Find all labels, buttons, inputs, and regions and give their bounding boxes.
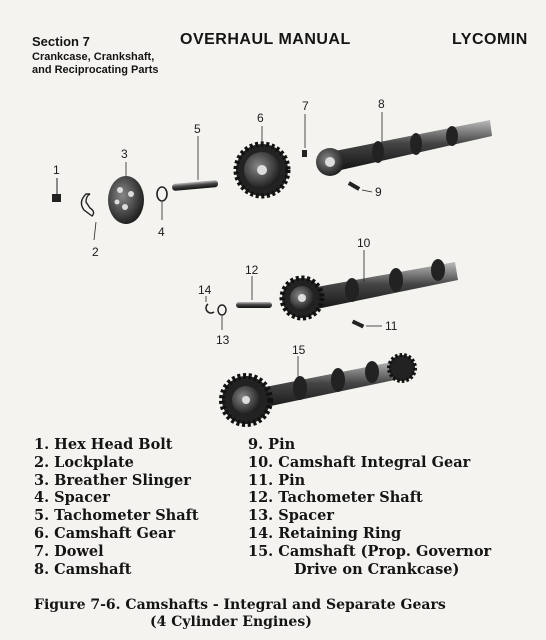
- camshaft-prop-governor-drawing: [219, 353, 417, 427]
- pin-9-drawing: [347, 181, 361, 191]
- figure-caption-subtitle: (4 Cylinder Engines): [150, 614, 312, 630]
- brand-name: LYCOMIN: [452, 31, 528, 48]
- spacer-drawing: [156, 186, 168, 202]
- legend-item: 8. Camshaft: [34, 560, 132, 578]
- callout-15: 15: [292, 343, 306, 357]
- spacer-13-drawing: [217, 304, 227, 316]
- section-subtitle-line2: and Reciprocating Parts: [32, 64, 159, 76]
- legend-item: 10. Camshaft Integral Gear: [248, 453, 471, 471]
- legend-item: 13. Spacer: [248, 507, 334, 525]
- legend-item: 9. Pin: [248, 436, 296, 453]
- callout-13: 13: [216, 333, 230, 347]
- pin-11-drawing: [351, 319, 365, 329]
- callout-1: 1: [53, 163, 60, 177]
- callout-7: 7: [302, 99, 309, 113]
- legend-item: 7. Dowel: [34, 542, 104, 560]
- legend-item: 6. Camshaft Gear: [34, 524, 176, 542]
- legend-item: 12. Tachometer Shaft: [248, 489, 423, 507]
- dowel-drawing: [302, 150, 307, 157]
- callout-3: 3: [121, 147, 128, 161]
- manual-title: OVERHAUL MANUAL: [180, 31, 351, 48]
- callout-12: 12: [245, 263, 259, 277]
- callout-4: 4: [158, 225, 165, 239]
- section-label: Section 7: [32, 34, 90, 49]
- legend-item: 11. Pin: [248, 471, 306, 489]
- legend-item: 5. Tachometer Shaft: [34, 507, 199, 525]
- camshaft-gear-drawing: [233, 141, 291, 199]
- callout-9: 9: [375, 185, 382, 199]
- callout-5: 5: [194, 122, 201, 136]
- section-subtitle: Crankcase, Crankshaft, and Reciprocating…: [32, 51, 159, 77]
- legend-item: 14. Retaining Ring: [248, 524, 402, 542]
- legend-item: 2. Lockplate: [34, 453, 134, 471]
- exploded-parts-illustration: 1 2 3 4 5 6 7 8 9 10 11 12 13 14 15: [52, 97, 492, 427]
- callout-8: 8: [378, 97, 385, 111]
- callout-11: 11: [385, 319, 398, 333]
- hex-head-bolt-drawing: [52, 178, 61, 202]
- breather-slinger-drawing: [108, 176, 144, 224]
- callout-14: 14: [198, 283, 212, 297]
- callout-6: 6: [257, 111, 264, 125]
- legend-item: 3. Breather Slinger: [34, 471, 191, 489]
- lockplate-drawing: [80, 193, 95, 217]
- camshaft-integral-gear-drawing: [279, 259, 458, 321]
- legend-item-continuation: Drive on Crankcase): [294, 560, 460, 578]
- section-subtitle-line1: Crankcase, Crankshaft,: [32, 51, 155, 63]
- legend-item: 4. Spacer: [34, 489, 110, 507]
- callout-10: 10: [357, 236, 371, 250]
- tachometer-shaft-12-drawing: [236, 302, 272, 308]
- parts-legend-left: 1. Hex Head Bolt 2. Lockplate 3. Breathe…: [34, 436, 199, 578]
- callout-2: 2: [92, 245, 99, 259]
- parts-legend-right: 9. Pin 10. Camshaft Integral Gear 11. Pi…: [248, 436, 491, 578]
- tachometer-shaft-drawing: [172, 180, 219, 191]
- camshaft-drawing: [316, 120, 492, 176]
- legend-item: 15. Camshaft (Prop. Governor: [248, 542, 492, 560]
- legend-item: 1. Hex Head Bolt: [34, 436, 173, 453]
- figure-caption: Figure 7-6. Camshafts - Integral and Sep…: [34, 597, 446, 613]
- retaining-ring-drawing: [205, 303, 215, 314]
